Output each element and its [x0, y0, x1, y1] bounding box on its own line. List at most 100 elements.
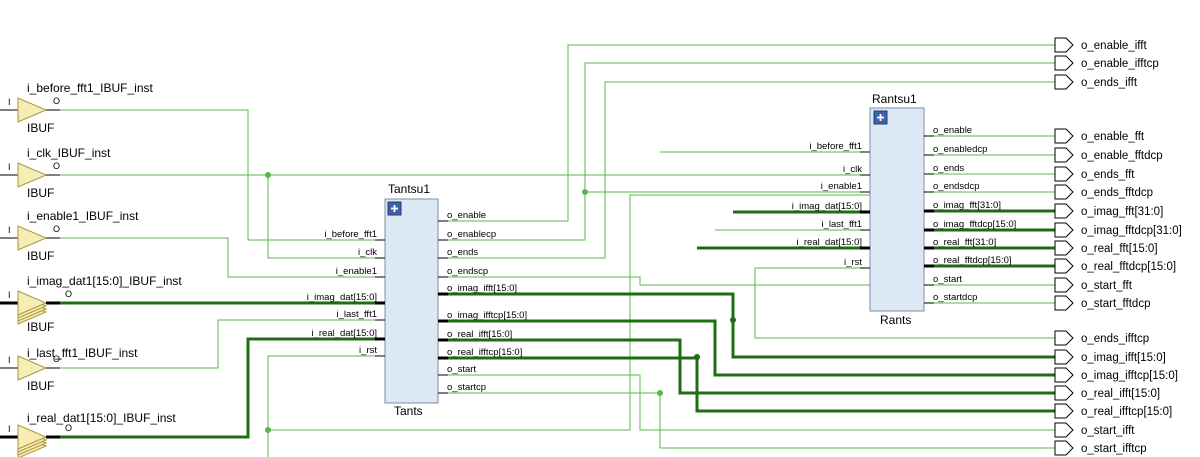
output-port-label: o_ends_ifft [1081, 77, 1138, 89]
port-o-imag-fftdcp[interactable]: o_imag_fftdcp[31:0] [1054, 222, 1182, 238]
junction-i-clk [265, 172, 271, 178]
port-o-ends-fft[interactable]: o_ends_fft [1054, 166, 1135, 182]
port-o-start-fftdcp[interactable]: o_start_fftdcp [1054, 295, 1150, 311]
port-o-enable-fft[interactable]: o_enable_fft [1054, 128, 1145, 144]
port-o-imag-ifftcp[interactable]: o_imag_ifftcp[15:0] [1054, 367, 1178, 383]
rantsu-out-o-enabledcp-label: o_enabledcp [933, 144, 987, 155]
port-o-imag-fft[interactable]: o_imag_fft[31:0] [1054, 203, 1163, 219]
cell-tantsu1-name: Tantsu1 [388, 182, 430, 196]
bus-o-imag-ifft[interactable] [438, 292, 1055, 359]
rantsu-out-o-real-fftdcp-label: o_real_fftdcp[15:0] [933, 255, 1012, 266]
tantsu-in-i-rst-label: i_rst [359, 345, 377, 356]
port-o-enable-ifft[interactable]: o_enable_ifft [1054, 37, 1147, 53]
rantsu-in-i-last-fft1-label: i_last_fft1 [822, 219, 863, 230]
output-port-icon [1054, 440, 1074, 456]
output-port-label: o_ends_ifftcp [1081, 333, 1149, 345]
cell-rantsu1-name: Rantsu1 [872, 92, 917, 106]
net-o-enable-ifftcp[interactable] [438, 62, 1055, 241]
output-port-label: o_imag_fft[31:0] [1081, 206, 1163, 218]
output-port-icon [1054, 55, 1074, 71]
bus-o-imag-ifftcp[interactable] [438, 319, 1055, 377]
net-o-start-ifftcp[interactable] [438, 392, 1055, 449]
port-o-real-ifft[interactable]: o_real_ifft[15:0] [1054, 385, 1160, 401]
net-o-ends-ifft[interactable] [438, 81, 1055, 259]
net-o-ends-ifftcp[interactable] [754, 268, 1055, 339]
port-o-start-fft[interactable]: o_start_fft [1054, 277, 1133, 293]
output-port-icon [1054, 330, 1074, 346]
port-o-start-ifft[interactable]: o_start_ifft [1054, 422, 1135, 438]
net-i-rst[interactable] [267, 355, 385, 457]
net-o-start-ifft[interactable] [438, 374, 1055, 431]
output-port-icon [1054, 128, 1074, 144]
port-o-ends-ifftcp[interactable]: o_ends_ifftcp [1054, 330, 1149, 346]
rantsu-out-o-enable-label: o_enable [933, 125, 972, 136]
tantsu-out-o-ends-label: o_ends [447, 247, 478, 258]
port-o-enable-ifftcp[interactable]: o_enable_ifftcp [1054, 55, 1159, 71]
rantsu-in-i-before-fft1-label: i_before_fft1 [809, 141, 862, 152]
net-o-endscp[interactable] [438, 276, 1055, 286]
output-port-label: o_start_fftdcp [1081, 298, 1150, 310]
junction-startcp [657, 390, 663, 396]
bus-o-real-ifft[interactable] [438, 338, 1055, 395]
cell-rantsu1-type: Rants [880, 313, 911, 327]
bus-o-real-ifftcp[interactable] [438, 356, 1055, 413]
buffer-type-label: IBUF [27, 320, 54, 334]
output-ports: o_enable_ifft o_enable_ifftcp o_ends_iffto… [1054, 37, 1182, 456]
port-o-enable-fftdcp[interactable]: o_enable_fftdcp [1054, 147, 1163, 163]
net-i-enable1[interactable] [60, 237, 385, 278]
output-port-icon [1054, 203, 1074, 219]
output-port-icon [1054, 37, 1074, 53]
output-port-label: o_imag_fftdcp[31:0] [1081, 225, 1182, 237]
junction-bus-imag [730, 317, 736, 323]
net-i-rst-dist[interactable] [268, 194, 870, 431]
port-o-ends-fftdcp[interactable]: o_ends_fftdcp [1054, 184, 1153, 200]
net-wires [60, 44, 1055, 457]
output-port-icon [1054, 403, 1074, 419]
buffer-in-pin-label: I [8, 225, 11, 235]
net-i-clk-tantsu[interactable] [267, 175, 385, 259]
net-i-last-fft1[interactable] [60, 319, 385, 369]
buffer-out-pin-label: O [53, 96, 60, 106]
port-o-imag-ifft[interactable]: o_imag_ifft[15:0] [1054, 349, 1166, 365]
tantsu-in-i-clk-label: i_clk [358, 247, 377, 258]
port-o-real-fftdcp[interactable]: o_real_fftdcp[15:0] [1054, 258, 1176, 274]
cell-rantsu1-body[interactable] [869, 107, 925, 312]
output-port-label: o_start_ifftcp [1081, 443, 1147, 455]
rantsu-out-o-imag-fftdcp-label: o_imag_fftdcp[15:0] [933, 219, 1016, 230]
buffer-instance-name: i_imag_dat1[15:0]_IBUF_inst [27, 274, 182, 288]
port-o-real-ifftcp[interactable]: o_real_ifftcp[15:0] [1054, 403, 1172, 419]
output-port-icon [1054, 295, 1074, 311]
buffer-type-label: IBUF [27, 121, 54, 135]
buffer-in-pin-label: I [8, 97, 11, 107]
port-o-real-fft[interactable]: o_real_fft[15:0] [1054, 240, 1158, 256]
port-o-ends-ifft[interactable]: o_ends_ifft [1054, 74, 1138, 90]
bus-i-real-dat[interactable] [60, 337, 385, 439]
buffer-type-label: IBUF [27, 379, 54, 393]
output-port-icon [1054, 422, 1074, 438]
buffer-triangle-icon [17, 162, 48, 188]
junction-r-enable1 [582, 189, 588, 195]
junction-i-rst [265, 427, 271, 433]
output-port-label: o_enable_fftdcp [1081, 150, 1163, 162]
output-port-icon [1054, 222, 1074, 238]
output-port-label: o_real_fft[15:0] [1081, 243, 1158, 255]
cell-tantsu1[interactable]: Tantsu1 Tants i_before_fft1i_clki_enable… [307, 182, 527, 418]
port-o-start-ifftcp[interactable]: o_start_ifftcp [1054, 440, 1147, 456]
buffer-in-pin-label: I [8, 162, 11, 172]
cell-tantsu1-body[interactable] [384, 198, 439, 404]
buffer-in-pin-label: I [8, 290, 11, 300]
output-port-label: o_enable_ifftcp [1081, 58, 1159, 70]
buffer-triangle-icon [17, 355, 48, 381]
net-o-enable-ifft[interactable] [438, 44, 1055, 222]
output-port-label: o_ends_fftdcp [1081, 187, 1153, 199]
buffer-out-pin-label: O [53, 354, 60, 364]
output-port-icon [1054, 166, 1074, 182]
cell-rantsu1[interactable]: Rantsu1 Rants i_before_fft1i_clki_enable… [792, 92, 1017, 327]
